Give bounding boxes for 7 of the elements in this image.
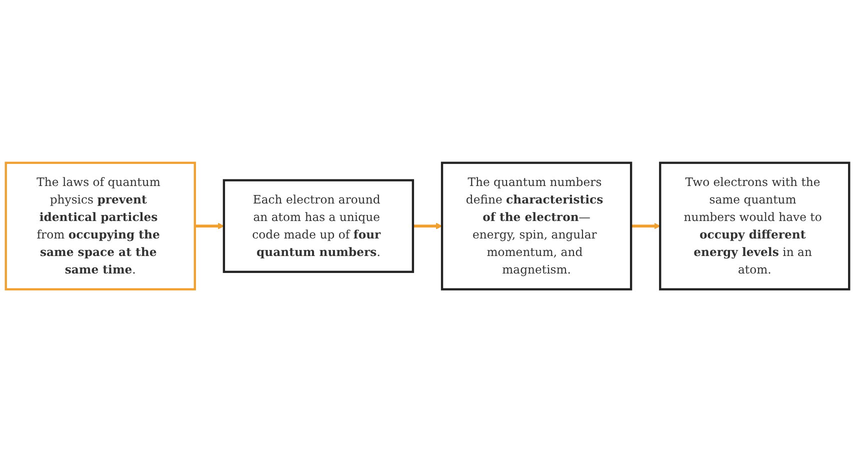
arrow xyxy=(631,223,660,230)
arrow xyxy=(412,223,442,230)
node-box: Two electrons with the same quantum numbers would have to occupy different energy levels in an atom. xyxy=(659,162,850,291)
node-box: The quantum numbers define characteristics of the electron—energy, spin, angular momentum, and magnetism. xyxy=(440,162,632,291)
arrow xyxy=(194,223,224,230)
node-box: The laws of quantum physics prevent identical particles from occupying the same space at the same time. xyxy=(4,162,196,291)
node-box: Each electron around an atom has a unique code made up of four quantum numbers. xyxy=(222,180,414,274)
